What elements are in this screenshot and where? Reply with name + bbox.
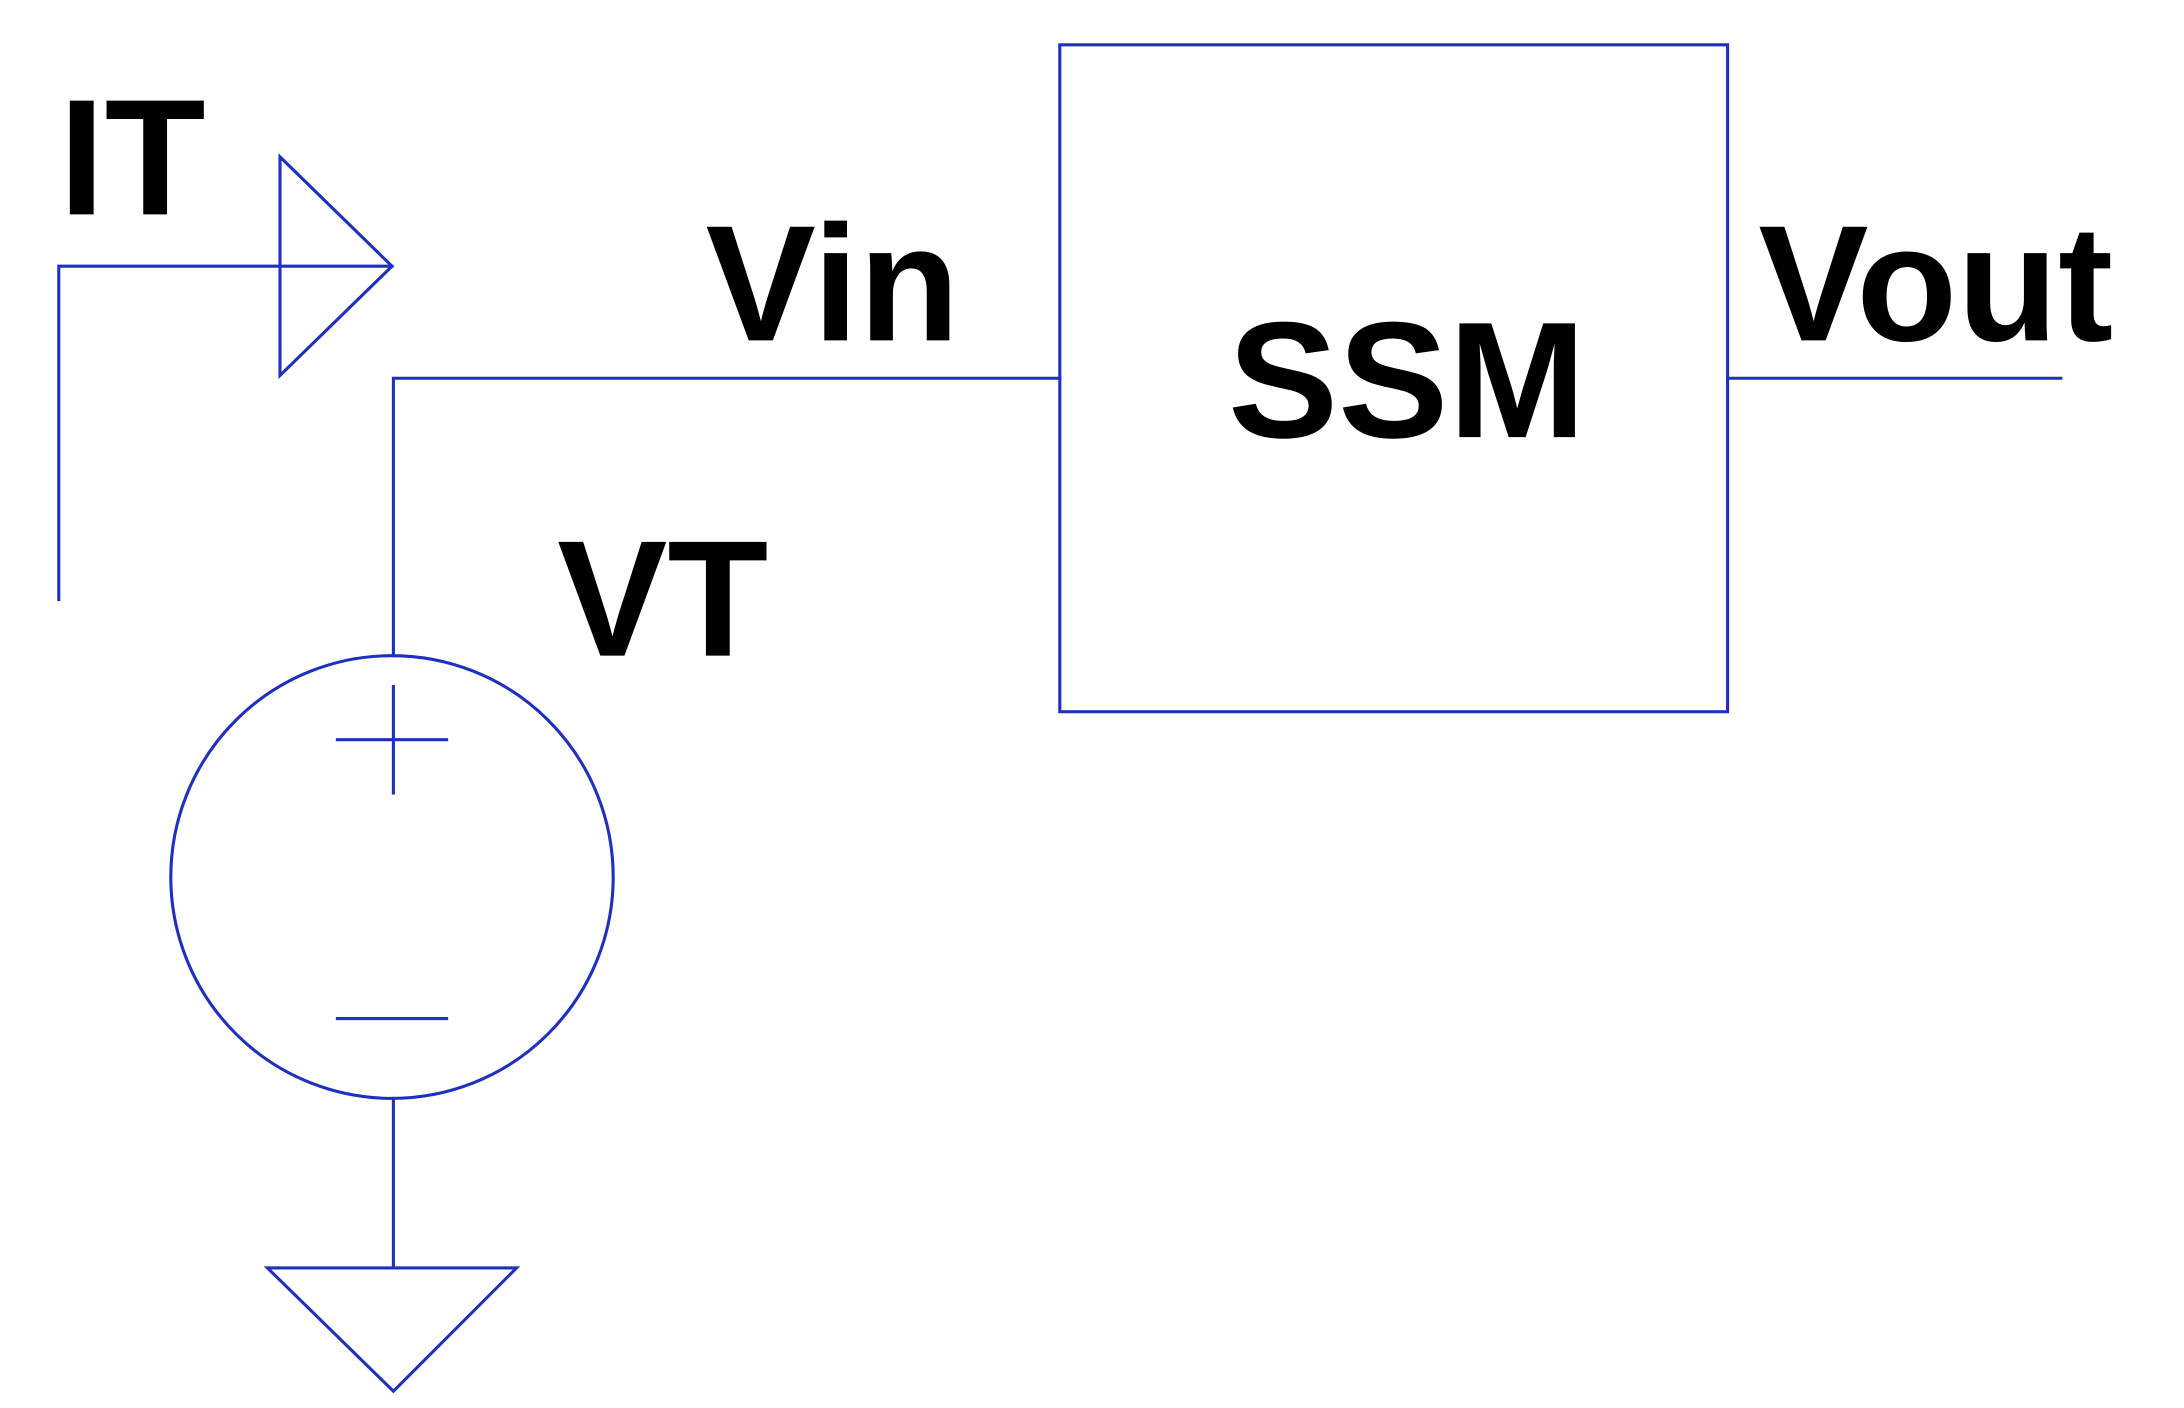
input-node-label: Vin: [706, 191, 960, 376]
current-label: IT: [59, 65, 206, 250]
source-label: VT: [557, 507, 768, 692]
current-arrowhead: [278, 153, 395, 380]
voltage-source-icon[interactable]: [169, 654, 615, 1100]
ground-icon: [263, 1096, 521, 1394]
output-node-label: Vout: [1758, 191, 2113, 376]
ground-triangle: [263, 1266, 521, 1394]
current-arrow-icon: [57, 153, 395, 602]
block-label: SSM: [1228, 288, 1586, 473]
input-wire: [391, 376, 1062, 658]
